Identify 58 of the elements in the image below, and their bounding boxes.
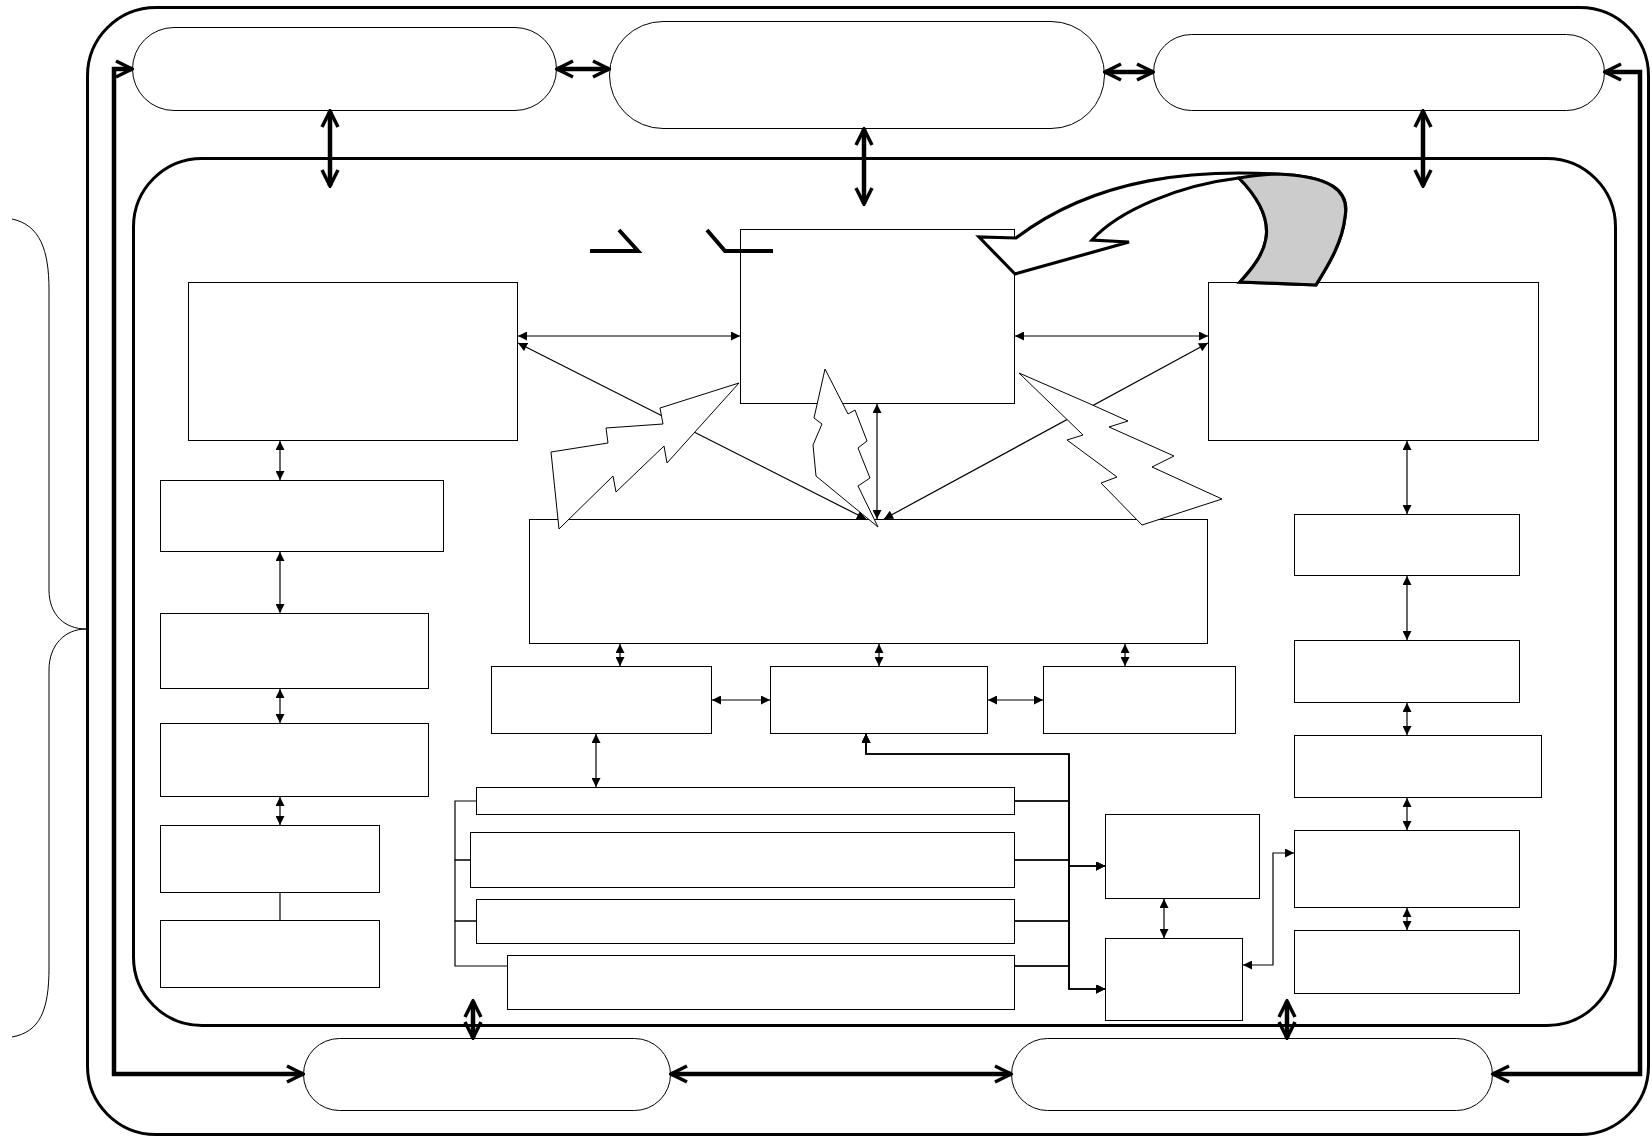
connector-arrow <box>555 59 611 79</box>
process-box <box>160 480 444 552</box>
connector-arrow <box>320 109 340 188</box>
process-box <box>1105 938 1243 1021</box>
process-box <box>160 723 429 797</box>
process-box <box>529 519 1208 644</box>
connector-arrow <box>275 551 285 614</box>
process-box <box>1294 514 1520 576</box>
process-box <box>1105 814 1260 899</box>
container-panel <box>86 6 1650 1136</box>
process-box <box>188 282 518 441</box>
process-box <box>1043 666 1236 734</box>
connector-arrow <box>1159 898 1169 939</box>
container-panel <box>132 157 1617 1027</box>
connector-arrow <box>854 127 874 206</box>
connector-arrow <box>711 695 771 705</box>
bar-box <box>507 955 1015 1010</box>
connector-arrow <box>1402 575 1412 641</box>
connector-arrow <box>591 733 601 788</box>
connector-arrow <box>1014 331 1209 341</box>
connector-arrow <box>1402 440 1412 515</box>
connector-arrow <box>275 796 285 826</box>
connector-arrow <box>1120 643 1130 667</box>
connector-arrow <box>1402 702 1412 736</box>
bar-box <box>470 832 1015 888</box>
connector-arrow <box>275 440 285 481</box>
connector-arrow <box>1277 999 1297 1040</box>
connector-arrow <box>1413 109 1433 188</box>
connector-arrow <box>1402 907 1412 931</box>
connector-arrow <box>1103 62 1155 82</box>
process-box <box>1294 735 1542 798</box>
bar-box <box>476 899 1015 944</box>
process-box <box>160 825 380 893</box>
connector-arrow <box>275 688 285 724</box>
connector-arrow <box>669 1064 1013 1084</box>
process-box <box>1294 830 1520 908</box>
connector-arrow <box>111 59 305 1084</box>
process-box <box>1208 282 1539 441</box>
bar-box <box>476 787 1015 815</box>
connector-arrow <box>883 342 1209 520</box>
connector-arrow <box>1014 965 1106 994</box>
process-box <box>160 613 429 689</box>
process-box <box>740 229 1015 404</box>
process-box <box>1294 930 1520 994</box>
process-box <box>770 666 988 734</box>
connector-arrow <box>463 999 483 1040</box>
process-box <box>1294 640 1520 703</box>
connector-arrow <box>874 643 884 667</box>
process-box <box>491 666 712 734</box>
connector-arrow <box>1402 797 1412 831</box>
connector-arrow <box>517 331 741 341</box>
connector-arrow <box>1242 848 1295 970</box>
connector-arrow <box>517 342 867 520</box>
connector-arrow <box>1491 62 1643 1084</box>
process-box <box>160 920 380 988</box>
connector-arrow <box>987 695 1044 705</box>
connector-arrow <box>872 403 882 520</box>
connector-arrow <box>615 643 625 667</box>
